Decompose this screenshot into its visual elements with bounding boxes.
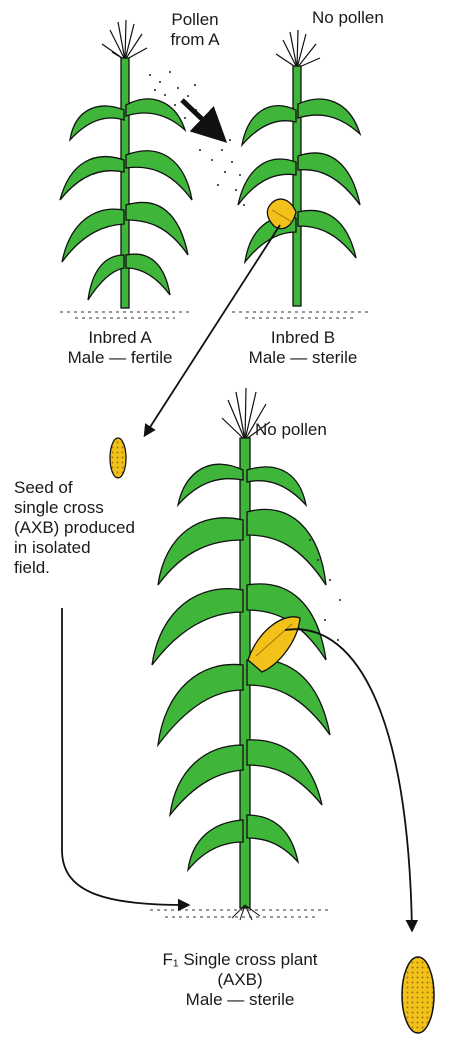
- label-no-pollen-mid: No pollen: [255, 420, 327, 440]
- stem-a: [121, 58, 129, 308]
- plant-f1: [150, 388, 330, 920]
- arrow-seed-to-f1: [62, 608, 188, 905]
- stem-b: [293, 66, 301, 306]
- ground-b: [232, 312, 370, 318]
- ear-f1: [248, 617, 300, 672]
- ground-f1: [150, 910, 330, 917]
- plant-inbred-a: [60, 20, 192, 318]
- harvested-ear: [402, 957, 434, 1033]
- seed-ax-b: [110, 438, 126, 478]
- tassel-b: [276, 30, 320, 68]
- plant-inbred-b: [232, 30, 370, 318]
- label-f1-plant: F₁ Single cross plant (AXB) Male — steri…: [120, 950, 360, 1010]
- pollen-arrow: [182, 100, 222, 138]
- roots-f1: [232, 905, 260, 920]
- tassel-a: [102, 20, 147, 60]
- ground-a: [60, 312, 190, 318]
- label-pollen-from-a: Pollen from A: [150, 10, 240, 50]
- label-no-pollen-top: No pollen: [312, 8, 384, 28]
- label-seed-note: Seed of single cross (AXB) produced in i…: [14, 478, 135, 578]
- label-inbred-a: Inbred A Male — fertile: [45, 328, 195, 368]
- pollen-cloud: [149, 71, 249, 206]
- label-inbred-b: Inbred B Male — sterile: [228, 328, 378, 368]
